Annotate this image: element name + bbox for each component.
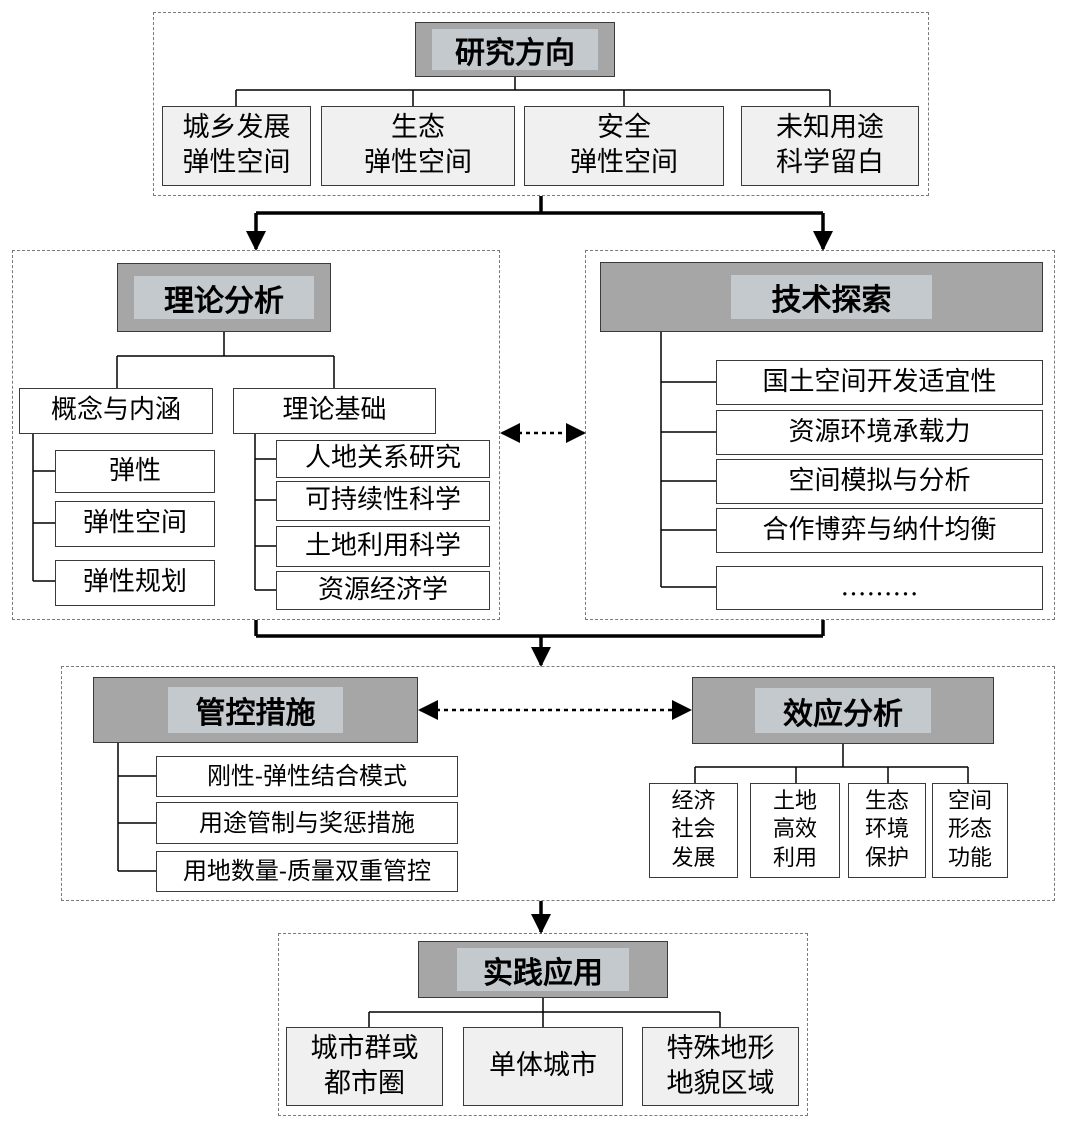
- control-title-box: 管控措施: [93, 677, 418, 743]
- research-group: [153, 12, 929, 196]
- control-item-quantity-quality: 用地数量-质量双重管控: [156, 851, 458, 892]
- control-item-use-regulation: 用途管制与奖惩措施: [156, 802, 458, 844]
- foundation-box: 理论基础: [233, 388, 436, 434]
- foundation-item-human-land: 人地关系研究: [276, 440, 490, 478]
- tech-item-game-theory: 合作博弈与纳什均衡: [716, 508, 1043, 553]
- theory-title: 理论分析: [134, 276, 314, 319]
- effect-title-box: 效应分析: [692, 677, 994, 744]
- tech-title-box: 技术探索: [600, 262, 1043, 332]
- tech-item-suitability: 国土空间开发适宜性: [716, 360, 1043, 405]
- practice-item-single-city: 单体城市: [463, 1027, 623, 1106]
- effect-item-land-efficiency: 土地 高效 利用: [750, 783, 840, 878]
- tech-item-carrying-capacity: 资源环境承载力: [716, 410, 1043, 455]
- practice-item-city-cluster: 城市群或 都市圈: [286, 1027, 443, 1106]
- practice-title-box: 实践应用: [418, 941, 668, 998]
- research-title: 研究方向: [432, 29, 598, 71]
- practice-item-special-terrain: 特殊地形 地貌区域: [642, 1027, 799, 1106]
- effect-item-eco-protection: 生态 环境 保护: [848, 783, 926, 878]
- concept-item-resilience: 弹性: [55, 450, 215, 493]
- research-title-box: 研究方向: [415, 22, 615, 77]
- effect-item-spatial-form: 空间 形态 功能: [932, 783, 1008, 878]
- concept-item-resilient-space: 弹性空间: [55, 501, 215, 547]
- foundation-item-resource-economics: 资源经济学: [276, 571, 490, 610]
- tech-item-simulation: 空间模拟与分析: [716, 459, 1043, 504]
- research-item-ecology: 生态 弹性空间: [321, 106, 515, 186]
- concept-item-resilient-planning: 弹性规划: [55, 560, 215, 606]
- measures-effects-group: [61, 666, 1055, 901]
- tech-title: 技术探索: [731, 275, 932, 319]
- research-item-safety: 安全 弹性空间: [524, 106, 724, 186]
- foundation-item-sustainability: 可持续性科学: [276, 481, 490, 521]
- theory-title-box: 理论分析: [117, 263, 331, 332]
- research-item-reserve: 未知用途 科学留白: [741, 106, 919, 186]
- research-item-urban-rural: 城乡发展 弹性空间: [162, 106, 311, 186]
- effect-item-economy-society: 经济 社会 发展: [649, 783, 738, 878]
- control-title: 管控措施: [168, 687, 343, 733]
- foundation-item-land-use: 土地利用科学: [276, 526, 490, 567]
- tech-item-ellipsis: ………: [716, 566, 1043, 610]
- effect-title: 效应分析: [755, 688, 931, 733]
- concept-box: 概念与内涵: [19, 388, 213, 434]
- control-item-rigid-flexible: 刚性-弹性结合模式: [156, 756, 458, 797]
- practice-title: 实践应用: [457, 948, 629, 991]
